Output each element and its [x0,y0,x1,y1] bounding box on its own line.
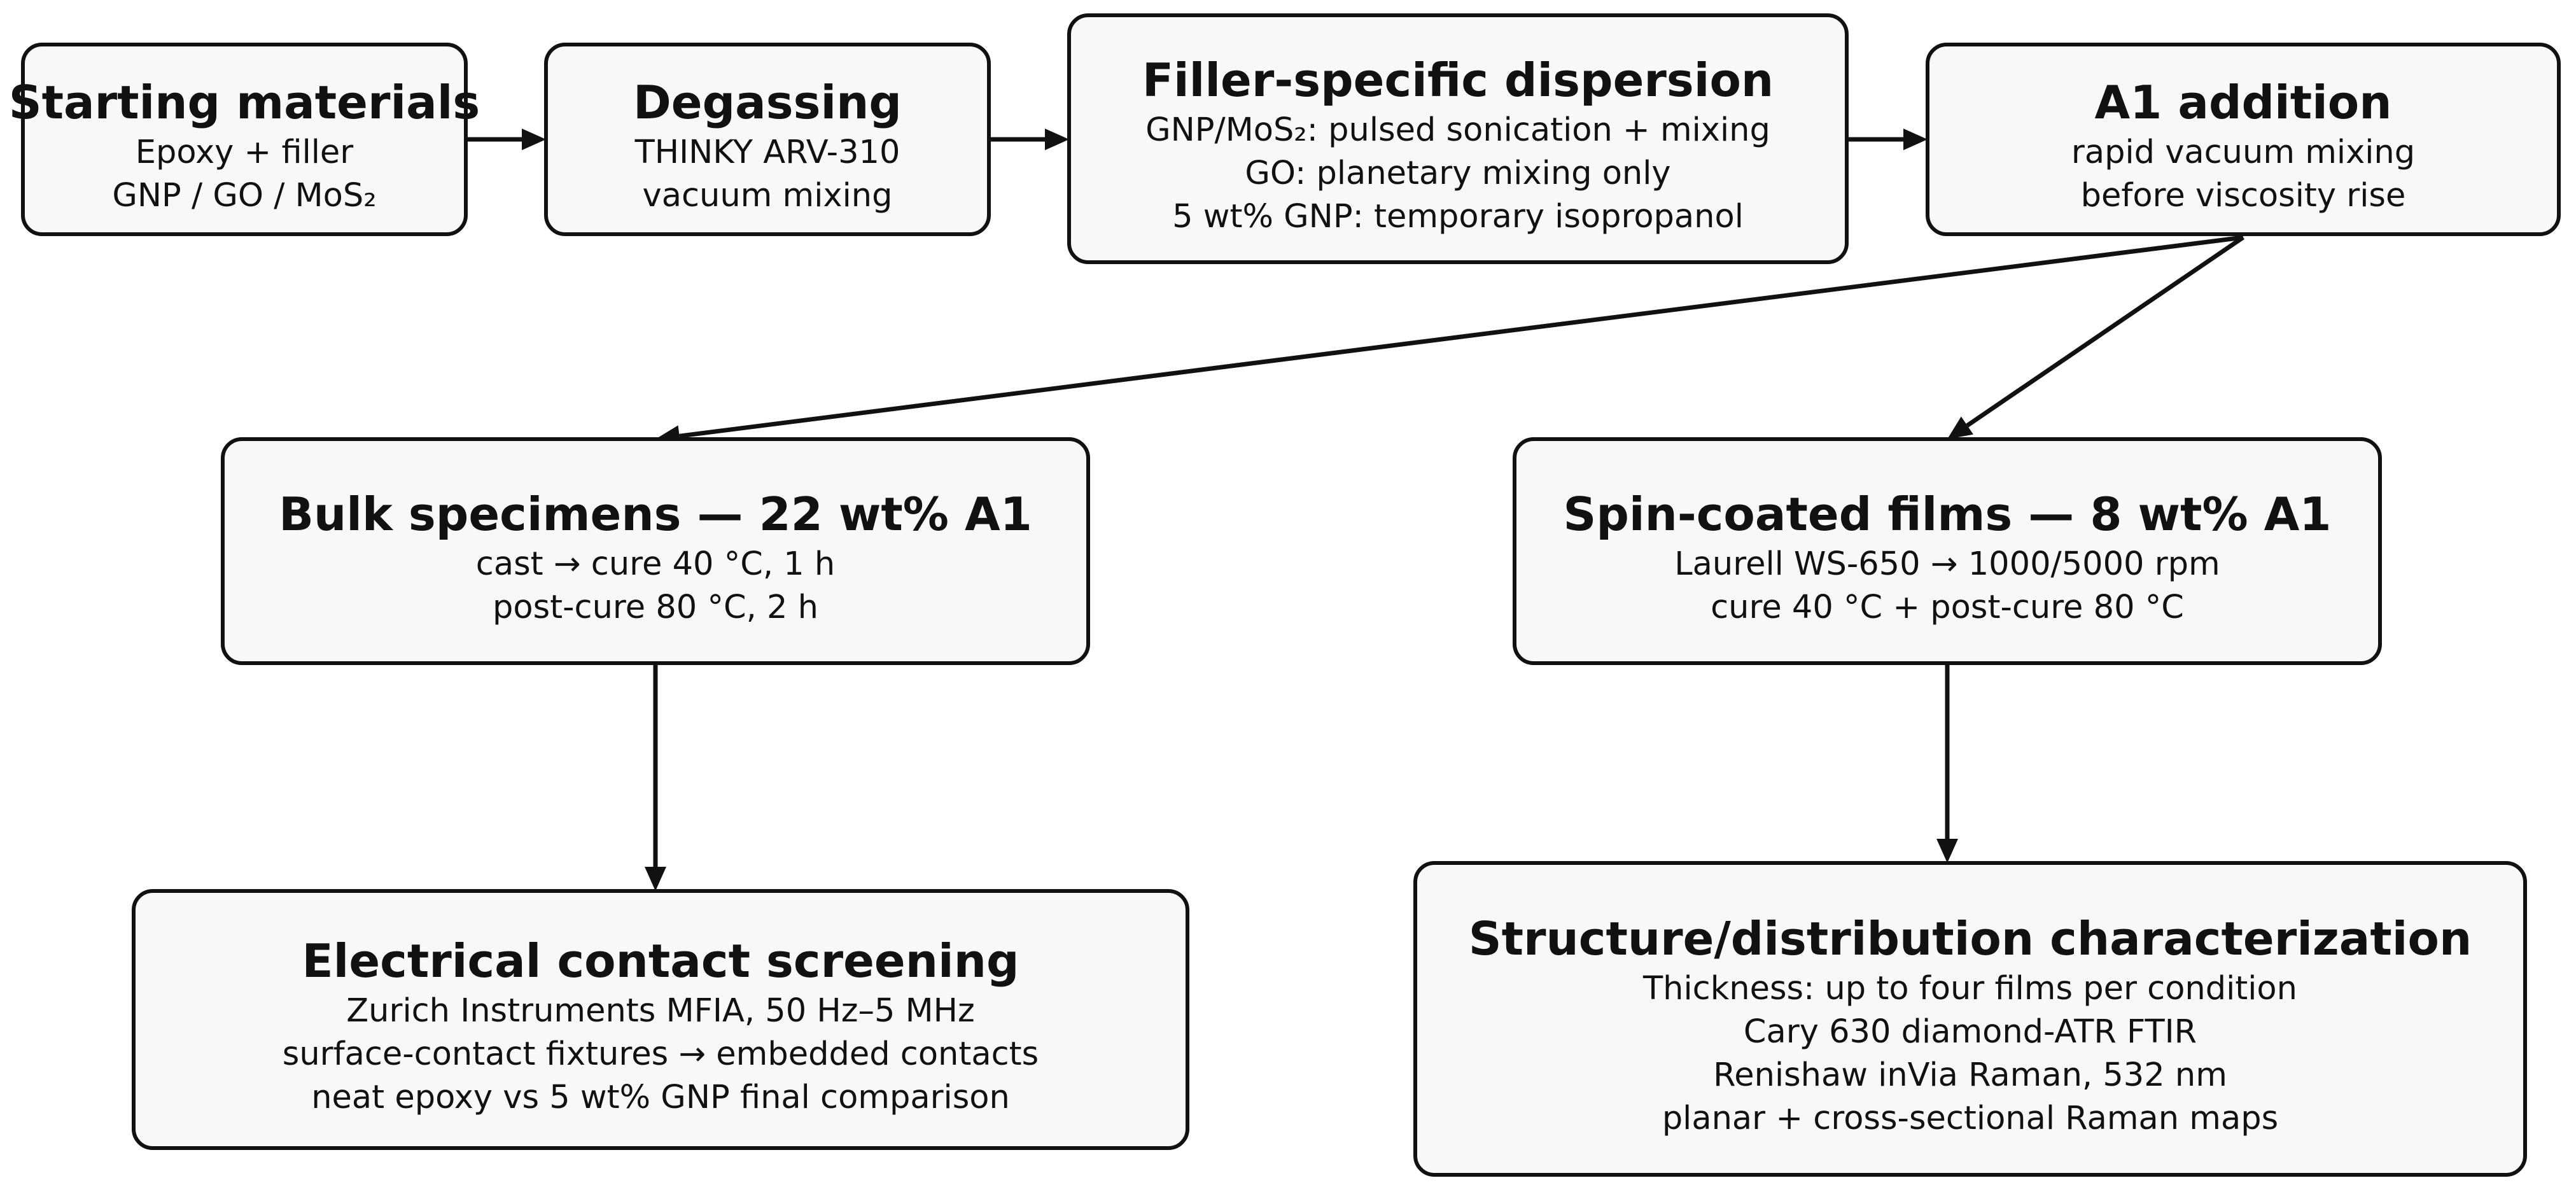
node-box [1067,13,1849,264]
node-title: A1 addition [2094,76,2391,129]
edge-spin-coated-films-to-structure-distribution-characterization [1936,663,1958,863]
node-title: Electrical contact screening [302,934,1019,988]
arrowhead-icon [1947,416,1973,439]
node-detail-line: GO: planetary mixing only [1245,155,1670,192]
edge-bulk-specimens-to-electrical-contact-screening [645,663,666,891]
node-title: Structure/distribution characterization [1469,912,2472,965]
node-a1-addition: A1 addition rapid vacuum mixing before vis… [1926,43,2561,236]
node-detail-line: Thickness: up to four films per conditio… [1642,970,2297,1007]
arrowhead-icon [645,867,666,891]
node-detail-line: planar + cross-sectional Raman maps [1662,1100,2278,1137]
node-detail-line: rapid vacuum mixing [2071,134,2415,171]
node-title: Degassing [633,76,902,129]
arrowhead-icon [522,129,546,150]
node-detail-line: cast → cure 40 °C, 1 h [476,545,835,583]
node-spin-coated-films: Spin-coated films — 8 wt% A1 Laurell WS-6… [1513,437,2382,665]
node-structure-distribution-characterization: Structure/distribution characterizationT… [1413,861,2527,1177]
node-detail-line: GNP/MoS₂: pulsed sonication + mixing [1145,111,1770,149]
node-box [1513,437,2382,665]
node-detail-line: Renishaw inVia Raman, 532 nm [1713,1056,2227,1094]
node-box [132,889,1189,1150]
node-box [544,43,991,236]
node-bulk-specimens: Bulk specimens — 22 wt% A1 cast → cure 40… [221,437,1090,665]
node-detail-line: cure 40 °C + post-cure 80 °C [1711,589,2184,626]
node-detail-line: surface-contact fixtures → embedded cont… [283,1035,1039,1073]
node-detail-line: Zurich Instruments MFIA, 50 Hz–5 MHz [346,992,975,1030]
node-title: Filler-specific dispersion [1142,53,1774,107]
node-detail-line: Epoxy + filler [136,134,354,171]
node-detail-line: vacuum mixing [643,177,893,214]
arrowhead-icon [1045,129,1069,150]
node-detail-line: Laurell WS-650 → 1000/5000 rpm [1674,545,2220,583]
arrowhead-icon [1903,129,1928,150]
node-title: Starting materials [9,76,480,129]
edges [466,129,2244,891]
node-detail-line: before viscosity rise [2081,177,2406,214]
edge-degassing-to-filler-specific-dispersion [989,129,1069,150]
edge-starting-materials-to-degassing [466,129,546,150]
node-detail-line: 5 wt% GNP: temporary isopropanol [1172,198,1744,235]
node-box [1413,861,2527,1177]
edge-line [1966,235,2244,428]
node-detail-line: THINKY ARV-310 [634,134,900,171]
arrowhead-icon [1936,839,1958,863]
edge-line [679,235,2244,438]
node-detail-line: GNP / GO / MoS₂ [112,177,376,214]
node-detail-line: Cary 630 diamond-ATR FTIR [1744,1013,2197,1051]
node-box [1926,43,2561,236]
edge-a1-addition-to-spin-coated-films [1947,235,2244,439]
node-detail-line: neat epoxy vs 5 wt% GNP final comparison [311,1079,1010,1116]
edge-filler-specific-dispersion-to-a1-addition [1847,129,1928,150]
node-title: Bulk specimens — 22 wt% A1 [279,487,1032,541]
node-box [21,43,468,236]
node-title: Spin-coated films — 8 wt% A1 [1564,487,2332,541]
node-detail-line: post-cure 80 °C, 2 h [493,589,818,626]
node-box [221,437,1090,665]
edge-a1-addition-to-bulk-specimens [655,235,2244,447]
